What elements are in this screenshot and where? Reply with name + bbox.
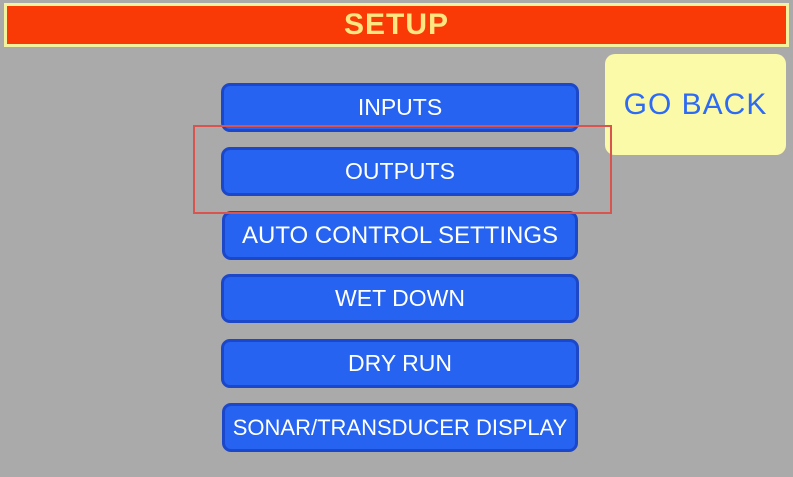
- menu-item-auto-control-settings[interactable]: AUTO CONTROL SETTINGS: [222, 211, 578, 260]
- menu-item-sonar-transducer-display[interactable]: SONAR/TRANSDUCER DISPLAY: [222, 403, 578, 452]
- page-title: SETUP: [343, 8, 450, 41]
- menu-item-dry-run[interactable]: DRY RUN: [221, 339, 579, 388]
- header-bar: SETUP: [4, 3, 789, 47]
- menu-item-wet-down[interactable]: WET DOWN: [221, 274, 579, 323]
- go-back-button[interactable]: GO BACK: [605, 54, 786, 155]
- menu-item-inputs[interactable]: INPUTS: [221, 83, 579, 132]
- menu-item-outputs[interactable]: OUTPUTS: [221, 147, 579, 196]
